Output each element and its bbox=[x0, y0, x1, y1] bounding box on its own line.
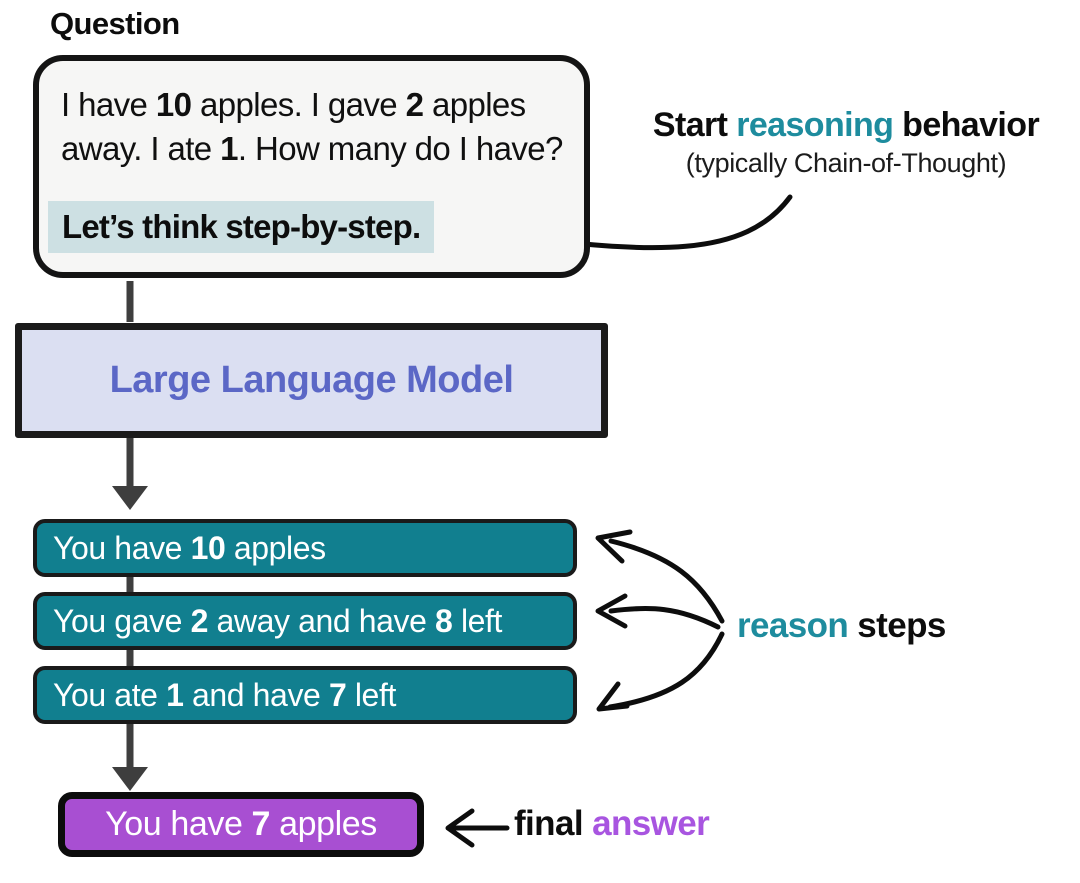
final-answer-annotation: final answer bbox=[514, 804, 710, 843]
question-title: Question bbox=[50, 6, 180, 41]
arrow-llm-to-steps bbox=[112, 438, 148, 510]
question-line2: away. I ate 1. How many do I have? bbox=[61, 130, 563, 167]
final-answer-box: You have 7 apples bbox=[58, 792, 424, 857]
reason-step-2: You gave 2 away and have 8 left bbox=[33, 592, 577, 650]
reason-accent-word: reason bbox=[737, 606, 849, 645]
reasoning-accent-word: reasoning bbox=[736, 106, 894, 144]
step1-text: You have 10 apples bbox=[53, 529, 326, 566]
answer-text: You have 7 apples bbox=[105, 805, 377, 843]
arrow-final-answer-to-box bbox=[445, 808, 510, 848]
start-reasoning-annotation: Start reasoning behavior (typically Chai… bbox=[612, 106, 1080, 179]
question-box: I have 10 apples. I gave 2 apples away. … bbox=[33, 55, 590, 278]
arrow-step3-to-answer bbox=[112, 723, 148, 791]
llm-label: Large Language Model bbox=[109, 359, 514, 401]
arrow-reason-to-step1 bbox=[595, 529, 725, 624]
step2-text: You gave 2 away and have 8 left bbox=[53, 602, 503, 639]
arrow-reason-to-step3 bbox=[596, 631, 725, 712]
arrow-reason-to-step2 bbox=[595, 593, 721, 630]
start-reasoning-headline: Start reasoning behavior bbox=[652, 106, 1040, 144]
question-line1: I have 10 apples. I gave 2 apples bbox=[61, 86, 526, 123]
reason-step-3: You ate 1 and have 7 left bbox=[33, 666, 577, 724]
answer-accent-word: answer bbox=[592, 804, 710, 843]
reason-steps-annotation: reason steps bbox=[737, 606, 946, 645]
step3-text: You ate 1 and have 7 left bbox=[53, 676, 396, 713]
reason-step-1: You have 10 apples bbox=[33, 519, 577, 577]
llm-box: Large Language Model bbox=[15, 323, 608, 438]
cot-trigger-highlight: Let’s think step-by-step. bbox=[48, 201, 435, 253]
question-text: I have 10 apples. I gave 2 apples away. … bbox=[61, 83, 563, 171]
start-reasoning-subtitle: (typically Chain-of-Thought) bbox=[685, 148, 1007, 178]
